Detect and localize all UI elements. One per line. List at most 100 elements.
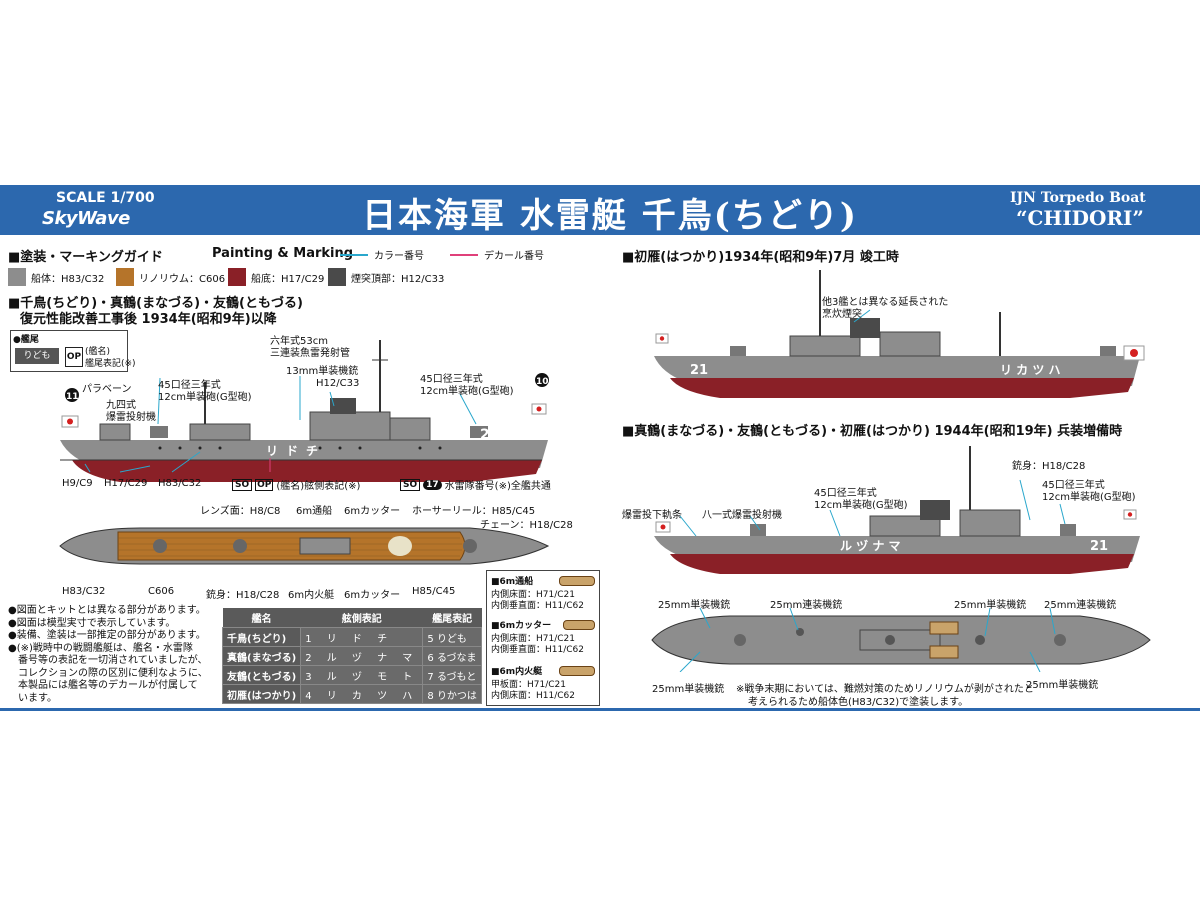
table-cell: 5 りども [422, 627, 482, 647]
decal-11-badge [65, 388, 79, 402]
bottom-rule [0, 708, 1200, 711]
label-barrel-1944: 銃身：H18/C28 [1012, 461, 1086, 472]
note-line: ●図面は模型実寸で表示しています。 [8, 617, 176, 629]
side-decal-note: SO OP (艦名)舷側表記(※) [232, 477, 360, 492]
boat-line: 内側垂直面：H11/C62 [491, 645, 584, 655]
manazuru-1944-deck-plan [651, 608, 1151, 672]
label-h9: H9/C9 [62, 478, 93, 489]
table-cell: 6 るづなま [422, 646, 482, 666]
label-cutter-top: 6mカッター [344, 506, 401, 517]
manazuru-1944-side-view: 21 ル ヅ ナ マ [654, 446, 1140, 574]
op-badge: OP [255, 478, 274, 491]
label-mg-bottom-left: 25mm単装機銃 [652, 684, 725, 695]
hull1-number: 21 [690, 363, 708, 378]
decal-10-text: 10 [536, 377, 549, 387]
label-fwd-gun2: 12cm単装砲(G型砲) [158, 392, 252, 403]
boat-line: 甲板面：H71/C21 [491, 680, 566, 690]
swatch-color [328, 268, 346, 286]
wartime-note2: 考えられるため船体色(H83/C32)で塗装します。 [748, 697, 969, 708]
label-deck-h83: H83/C32 [62, 586, 106, 597]
swatch-color [228, 268, 246, 286]
table-header: 艦尾表記 [422, 608, 482, 628]
label-fwd-gun1: 45口径三年式 [158, 380, 221, 391]
title-banner [0, 185, 1200, 235]
label-aft-gun1: 45口径三年式 [420, 374, 483, 385]
boat-icon [559, 576, 595, 586]
table-cell: 2 ル ヅ ナ マ [300, 646, 424, 666]
label-h17: H17/C29 [104, 478, 148, 489]
note-line: ●(※)戦時中の戦闘艦艇は、艦名・水雷隊 [8, 642, 193, 654]
table-cell: 千鳥(ちどり) [221, 627, 302, 647]
right-title-1944: ■真鶴(まなづる)・友鶴(ともづる)・初雁(はつかり) 1944年(昭和19年)… [622, 424, 1123, 439]
hull1-name: リ カ ツ ハ [1000, 363, 1061, 377]
cutter-icon [563, 620, 595, 630]
table-cell: 初雁(はつかり) [221, 684, 302, 704]
label-thrower: 八一式爆雷投射機 [702, 510, 782, 521]
label-mg-1: 25mm単装機銃 [658, 600, 731, 611]
label-chain: チェーン：H18/C28 [480, 520, 573, 531]
swatch-hull: 船体：H83/C32 [8, 268, 104, 286]
label-torpedo2: 三連装魚雷発射管 [270, 348, 350, 359]
hatsukari-1934-side-view: 21 リ カ ツ ハ [654, 270, 1145, 398]
boat-title: ■6mカッター [491, 621, 552, 631]
decal-17-badge: 17 [423, 479, 442, 490]
boat-line: 内側床面：H71/C21 [491, 590, 575, 600]
page-title: 日本海軍 水雷艇 千鳥(ちどり) [362, 196, 858, 236]
label-6m-boat: 6m通船 [296, 506, 333, 517]
legend-color-code: カラー番号 [340, 247, 424, 262]
decal-11-text: 11 [66, 392, 79, 402]
swatch-funnel-top: 煙突頂部：H12/C33 [328, 268, 444, 286]
note-line: 本製品には艦名等のデカールが付属して [8, 680, 198, 691]
label-mg-2: 25mm連装機銃 [770, 600, 843, 611]
hull2-name: ル ヅ ナ マ [840, 538, 901, 553]
boat-line: 内側床面：H11/C62 [491, 691, 575, 701]
scale-label: SCALE 1/700 [56, 190, 155, 206]
note-line: ●図面とキットとは異なる部分があります。 [8, 605, 206, 616]
label-gun-a2: 12cm単装砲(G型砲) [814, 500, 908, 511]
hull-name: リドチ [266, 444, 326, 458]
table-row: 千鳥(ちどり) 1 リ ド チ 5 りども [221, 627, 482, 647]
blue-line-icon [340, 253, 368, 256]
chidori-deck-plan [59, 527, 550, 565]
boat-title: ■6m通船 [491, 577, 534, 587]
label-dc2: 爆雷投射機 [106, 412, 156, 423]
swatch-color [116, 268, 134, 286]
title-en-line1: IJN Torpedo Boat [1010, 190, 1146, 206]
label-h12: H12/C33 [316, 378, 360, 389]
label-motorboat: 6m内火艇 [288, 590, 335, 601]
stern-box-text2: 艦尾表記(※) [85, 359, 136, 369]
label-mg-4: 25mm連装機銃 [1044, 600, 1117, 611]
left-section-title: ■千鳥(ちどり)・真鶴(まなづる)・友鶴(ともづる) [8, 296, 303, 311]
hull-number: 21 [480, 427, 499, 443]
legend-heading: ■塗装・マーキングガイド [8, 250, 163, 265]
right-title-1934: ■初雁(はつかり)1934年(昭和9年)7月 竣工時 [622, 250, 899, 265]
label-cutter-bottom: 6mカッター [344, 590, 401, 601]
label-deck-c606: C606 [148, 586, 175, 597]
table-cell: 8 りかつは [422, 684, 482, 704]
ship-name-table: 艦名 舷側表記 艦尾表記 千鳥(ちどり) 1 リ ド チ 5 りども 真鶴(まな… [221, 608, 482, 704]
notes-block: ●図面とキットとは異なる部分があります。 ●図面は模型実寸で表示しています。 ●… [8, 605, 218, 705]
so-badge: SO [400, 478, 421, 491]
label-gun-b1: 45口径三年式 [1042, 480, 1105, 491]
left-section-subtitle: 復元性能改善工事後 1934年(昭和9年)以降 [20, 312, 277, 327]
table-header: 艦名 [222, 608, 301, 628]
motorboat-icon [559, 666, 595, 676]
stern-name-mark: りども [15, 348, 59, 364]
stern-box-title: ●艦尾 [13, 335, 39, 345]
label-barrel: 銃身：H18/C28 [206, 590, 280, 601]
decal-10-badge [535, 373, 549, 387]
note-line: ●装備、塗装は一部推定の部分があります。 [8, 630, 206, 641]
label-dc1: 九四式 [106, 400, 136, 411]
label-hose: ホーサーリール：H85/C45 [412, 506, 536, 517]
label-torpedo1: 六年式53cm [270, 336, 328, 347]
boat-color-box: ■6m通船 内側床面：H71/C21 内側垂直面：H11/C62 ■6mカッター… [486, 570, 600, 706]
hull-bottom [72, 460, 542, 482]
swatch-bottom: 船底：H17/C29 [228, 268, 324, 286]
boat-title: ■6m内火艇 [491, 667, 543, 677]
table-cell: 友鶴(ともづる) [221, 665, 302, 685]
op-badge: OP [65, 347, 83, 367]
boat-line: 内側床面：H71/C21 [491, 634, 575, 644]
table-cell: 7 るづもと [422, 665, 482, 685]
so-badge: SO [232, 478, 253, 491]
label-deck-h85: H85/C45 [412, 586, 456, 597]
